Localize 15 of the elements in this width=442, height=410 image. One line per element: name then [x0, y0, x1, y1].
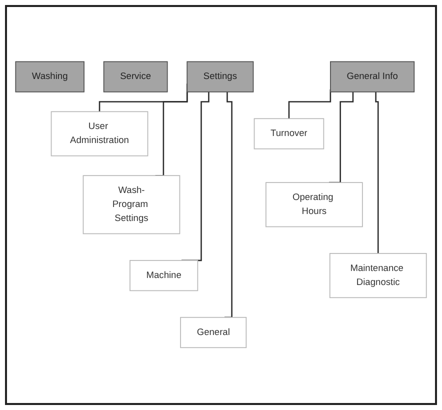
connector: [288, 90, 332, 120]
node-box: [266, 182, 363, 228]
diagram-frame: Washing Service Settings General Info User Administration Wash-Program Settings Machine General Turnover Operating Hours Maintenance Diagnostic: [5, 5, 437, 405]
node-box: [254, 118, 324, 150]
node-box: [50, 112, 148, 157]
node-box: [82, 176, 180, 234]
connector: [224, 92, 232, 318]
node-box: [15, 62, 84, 93]
connector: [375, 92, 379, 254]
node-box: [130, 260, 198, 292]
node-box: [186, 62, 254, 93]
node-box: [330, 62, 415, 93]
node-box: [180, 317, 247, 348]
node-box: [103, 62, 168, 93]
node-box: [329, 253, 427, 298]
